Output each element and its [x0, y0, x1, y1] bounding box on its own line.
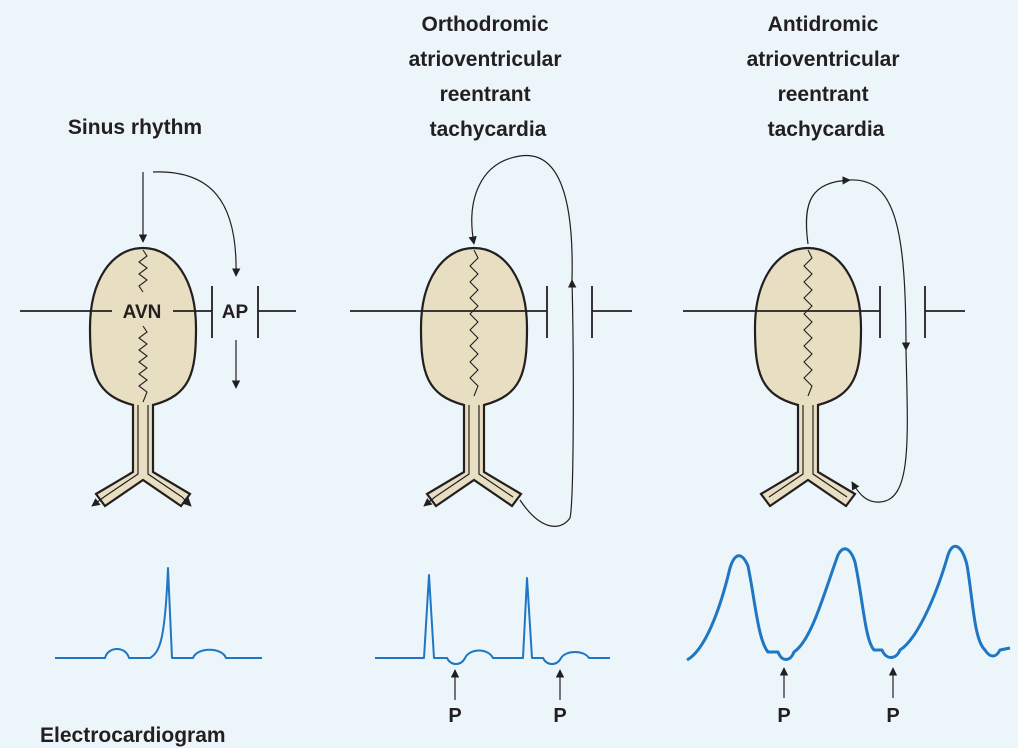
- ecg-trace-sinus: [55, 568, 262, 658]
- ecg-trace-orthodromic: [375, 575, 610, 664]
- panel-title: Antidromic atrioventricular reentrant ta…: [747, 13, 906, 141]
- p-wave-label: P: [777, 705, 790, 727]
- p-wave-label: P: [448, 705, 461, 727]
- electrocardiogram-label: Electrocardiogram: [40, 724, 226, 747]
- ecg-trace-antidromic: [687, 546, 1010, 660]
- panel-antidromic: Antidromic atrioventricular reentrant ta…: [683, 13, 1010, 727]
- reentry-loop: [806, 180, 850, 244]
- panel-title: Sinus rhythm: [68, 116, 202, 139]
- accessory-pathway-label: AP: [222, 302, 249, 323]
- av-node-label: AVN: [123, 302, 162, 323]
- p-wave-label: P: [886, 705, 899, 727]
- panel-orthodromic: Orthodromic atrioventricular reentrant t…: [350, 13, 632, 727]
- reentry-loop: [852, 350, 907, 502]
- panel-sinus-rhythm: Sinus rhythm AVN AP: [20, 116, 296, 658]
- p-wave-label: P: [553, 705, 566, 727]
- panel-title: Orthodromic atrioventricular reentrant t…: [409, 13, 568, 141]
